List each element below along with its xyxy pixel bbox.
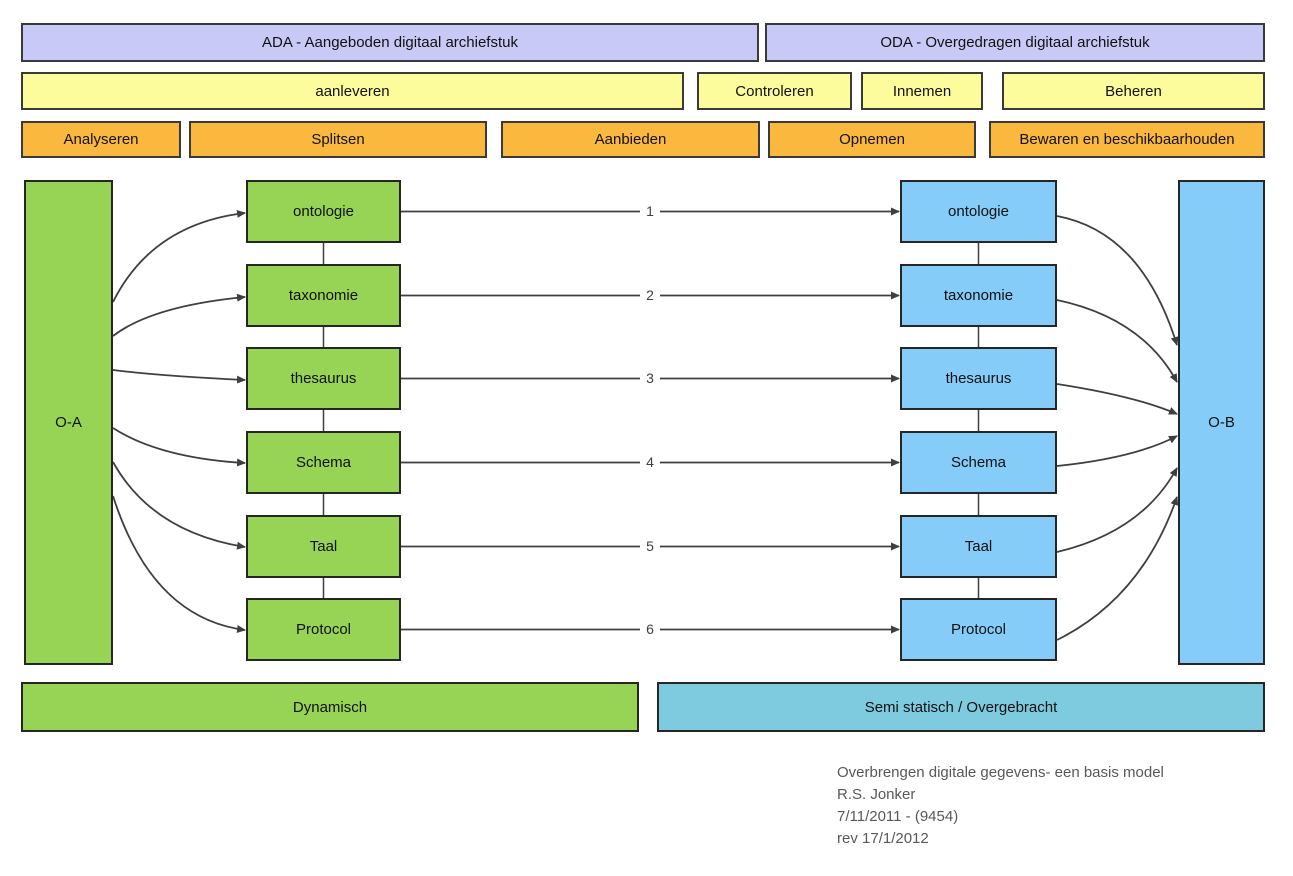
- blue-box-ontologie: ontologie: [900, 180, 1057, 243]
- schema-to-ob-arrow: [1056, 435, 1178, 467]
- thesaurus-to-ob-arrow: [1056, 383, 1178, 415]
- caption-date: 7/11/2011 - (9454): [837, 808, 959, 825]
- blue-box-protocol: Protocol: [900, 598, 1057, 661]
- activity-bewaren: Bewaren en beschikbaarhouden: [989, 121, 1265, 158]
- protocol-to-ob-arrow: [1056, 496, 1179, 641]
- oa-to-protocol-arrow: [112, 495, 246, 633]
- arrow-number-6: 6: [640, 620, 660, 638]
- oa-to-taxonomie-arrow: [112, 293, 246, 337]
- caption-revision: rev 17/1/2012: [837, 830, 929, 847]
- dynamisch-bar: Dynamisch: [21, 682, 639, 732]
- green-box-schema: Schema: [246, 431, 401, 494]
- blue-box-schema: Schema: [900, 431, 1057, 494]
- arrow-number-2: 2: [640, 286, 660, 304]
- semi-statisch-bar: Semi statisch / Overgebracht: [657, 682, 1265, 732]
- arrow-number-1: 1: [640, 202, 660, 220]
- activity-splitsen: Splitsen: [189, 121, 487, 158]
- arrow-number-3: 3: [640, 369, 660, 387]
- oa-to-schema-arrow: [112, 427, 246, 467]
- green-box-taal: Taal: [246, 515, 401, 578]
- green-box-protocol: Protocol: [246, 598, 401, 661]
- caption-author: R.S. Jonker: [837, 786, 916, 803]
- oa-to-ontologie-arrow: [112, 209, 246, 303]
- caption-title: Overbrengen digitale gegevens- een basis…: [837, 764, 1164, 781]
- phase-beheren: Beheren: [1002, 72, 1265, 110]
- activity-aanbieden: Aanbieden: [501, 121, 760, 158]
- blue-box-taal: Taal: [900, 515, 1057, 578]
- activity-opnemen: Opnemen: [768, 121, 976, 158]
- phase-innemen: Innemen: [861, 72, 983, 110]
- green-box-taxonomie: taxonomie: [246, 264, 401, 327]
- arrow-number-4: 4: [640, 453, 660, 471]
- oda-title-bar: ODA - Overgedragen digitaal archiefstuk: [765, 23, 1265, 62]
- oa-to-taal-arrow: [112, 461, 246, 550]
- phase-aanleveren: aanleveren: [21, 72, 684, 110]
- blue-box-thesaurus: thesaurus: [900, 347, 1057, 410]
- oa-to-thesaurus-arrow: [112, 369, 246, 384]
- ontologie-to-ob-arrow: [1056, 215, 1179, 346]
- ob-column: O-B: [1178, 180, 1265, 665]
- green-box-ontologie: ontologie: [246, 180, 401, 243]
- taal-to-ob-arrow: [1056, 467, 1178, 553]
- oa-column: O-A: [24, 180, 113, 665]
- caption: Overbrengen digitale gegevens- een basis…: [837, 762, 1164, 850]
- blue-box-taxonomie: taxonomie: [900, 264, 1057, 327]
- taxonomie-to-ob-arrow: [1056, 299, 1178, 383]
- green-box-thesaurus: thesaurus: [246, 347, 401, 410]
- arrow-number-5: 5: [640, 537, 660, 555]
- ada-title-bar: ADA - Aangeboden digitaal archiefstuk: [21, 23, 759, 62]
- activity-analyseren: Analyseren: [21, 121, 181, 158]
- phase-controleren: Controleren: [697, 72, 852, 110]
